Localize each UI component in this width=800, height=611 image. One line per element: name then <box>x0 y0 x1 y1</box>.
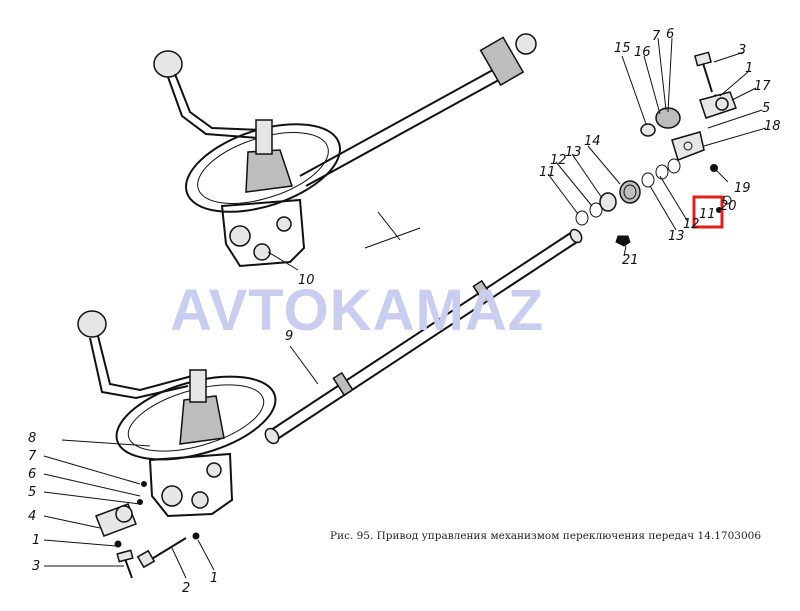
figure-caption: Рис. 95. Привод управления механизмом пе… <box>330 530 761 542</box>
callout-11-left: 11 <box>539 165 556 180</box>
callout-16: 16 <box>634 45 651 60</box>
callout-21: 21 <box>622 253 639 268</box>
callout-1-bottom: 1 <box>210 571 218 586</box>
callout-11-highlighted: 11 <box>699 207 716 222</box>
callout-10: 10 <box>298 273 315 288</box>
callout-14: 14 <box>584 134 601 149</box>
callout-15: 15 <box>614 41 631 56</box>
callout-6-top: 6 <box>666 27 674 42</box>
callout-17: 17 <box>754 79 771 94</box>
lower-gear-lever-assembly <box>77 310 277 579</box>
callout-1-left: 1 <box>32 533 40 548</box>
direction-arrow <box>364 211 421 249</box>
callout-19: 19 <box>734 181 751 196</box>
highlight-box <box>692 195 724 229</box>
callout-3-top: 3 <box>738 43 746 58</box>
callout-8: 8 <box>28 431 36 446</box>
callout-20: 20 <box>720 199 737 214</box>
callout-2: 2 <box>182 581 190 596</box>
long-shaft <box>264 228 583 445</box>
callout-9: 9 <box>285 329 293 344</box>
callout-12-left: 12 <box>550 153 567 168</box>
callout-labels: 3 1 17 5 18 19 20 11 12 13 7 6 16 15 14 … <box>28 27 781 596</box>
exploded-parts <box>575 51 737 247</box>
callout-7-left: 7 <box>28 449 37 464</box>
callout-13-left: 13 <box>565 145 582 160</box>
upper-gear-lever-assembly <box>153 33 537 268</box>
leader-lines <box>43 37 767 579</box>
callout-4: 4 <box>28 509 36 524</box>
callout-5-left: 5 <box>28 485 36 500</box>
callout-12-right: 12 <box>683 217 700 232</box>
callout-6-left: 6 <box>28 467 36 482</box>
callout-3-left: 3 <box>32 559 40 574</box>
callout-18: 18 <box>764 119 781 134</box>
callout-1-top: 1 <box>745 61 753 76</box>
callout-5-top: 5 <box>762 101 770 116</box>
callout-7-top: 7 <box>652 29 661 44</box>
watermark-text: AVTOKAMAZ <box>170 278 544 343</box>
callout-13-right: 13 <box>668 229 685 244</box>
